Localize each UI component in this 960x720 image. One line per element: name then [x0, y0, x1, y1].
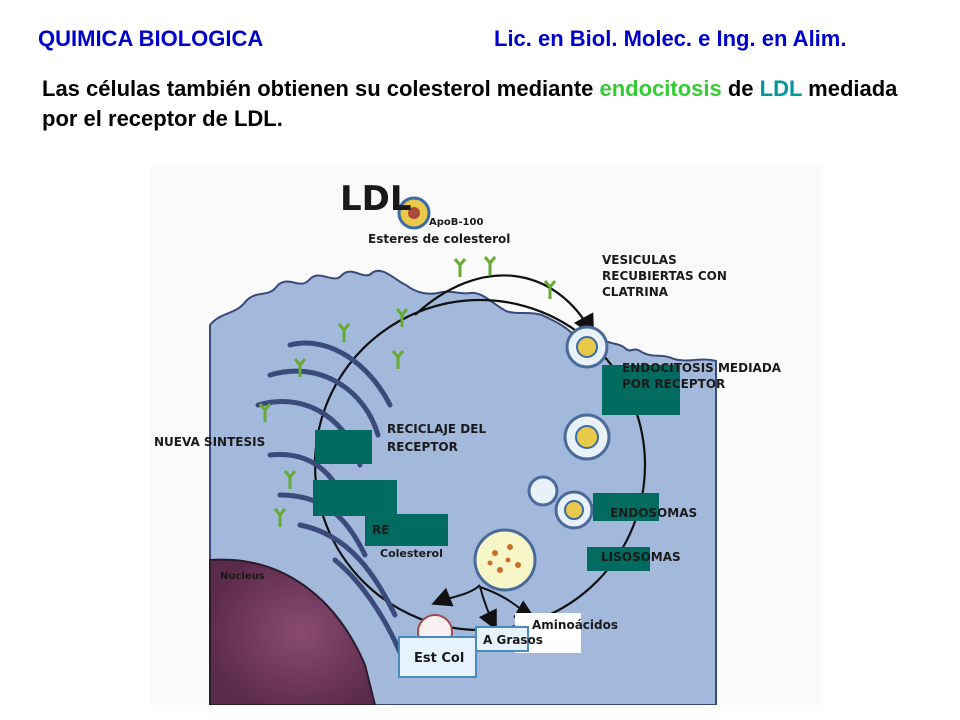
est-col-box	[398, 636, 477, 678]
endocitosis-line2: POR RECEPTOR	[622, 377, 725, 391]
ldl-highlight: LDL	[759, 76, 803, 101]
esteres-label: Esteres de colesterol	[368, 232, 510, 246]
lysosome-granules	[487, 544, 521, 573]
nueva-sintesis-label: NUEVA SINTESIS	[154, 435, 265, 449]
est-col-label: Est Col	[414, 651, 464, 666]
nucleus	[209, 558, 377, 705]
intro-part2: de	[721, 76, 760, 101]
vesiculas-line2: RECUBIERTAS CON	[602, 269, 727, 283]
cover-boxes	[313, 365, 680, 571]
course-title: QUIMICA BIOLOGICA	[38, 26, 264, 51]
endocytosis-highlight: endocitosis	[599, 76, 722, 101]
endosomas-label: ENDOSOMAS	[610, 506, 697, 520]
vesiculas-line3: CLATRINA	[602, 285, 669, 299]
intro-part1: Las células también obtienen su colester…	[42, 76, 600, 101]
ldl-entry-arrow	[414, 274, 595, 337]
program-title: Lic. en Biol. Molec. e Ing. en Alim.	[494, 26, 847, 51]
endocitosis-line1: ENDOCITOSIS MEDIADA	[622, 361, 782, 375]
ldl-title: LDL	[340, 179, 412, 219]
vesiculas-line1: VESICULAS	[602, 253, 677, 267]
colesterol-label: Colesterol	[380, 547, 443, 560]
ldl-core	[408, 207, 420, 219]
re-label: RE	[372, 523, 389, 537]
ldl-endocytosis-figure: LDL ApoB-100 Esteres de colesterol VESIC…	[150, 165, 822, 705]
aminoacidos-label: Aminoácidos	[532, 618, 618, 632]
figure-svg: LDL ApoB-100 Esteres de colesterol VESIC…	[150, 165, 822, 705]
reciclaje-line2: RECEPTOR	[387, 440, 458, 454]
apob-label: ApoB-100	[429, 217, 483, 228]
lysosome	[473, 528, 537, 592]
a-grasos-box	[475, 626, 529, 652]
ldl-receptors	[258, 256, 557, 527]
nucleus-label: Nucleus	[220, 571, 265, 582]
a-grasos-label: A Grasos	[483, 633, 543, 647]
intro-part3: mediada por el receptor de LDL.	[42, 76, 898, 131]
endocytic-vesicles	[527, 325, 611, 530]
lisosomas-label: LISOSOMAS	[601, 550, 681, 564]
intro-text: Las células también obtienen su colester…	[42, 74, 922, 134]
reciclaje-line1: RECICLAJE DEL	[387, 422, 486, 436]
